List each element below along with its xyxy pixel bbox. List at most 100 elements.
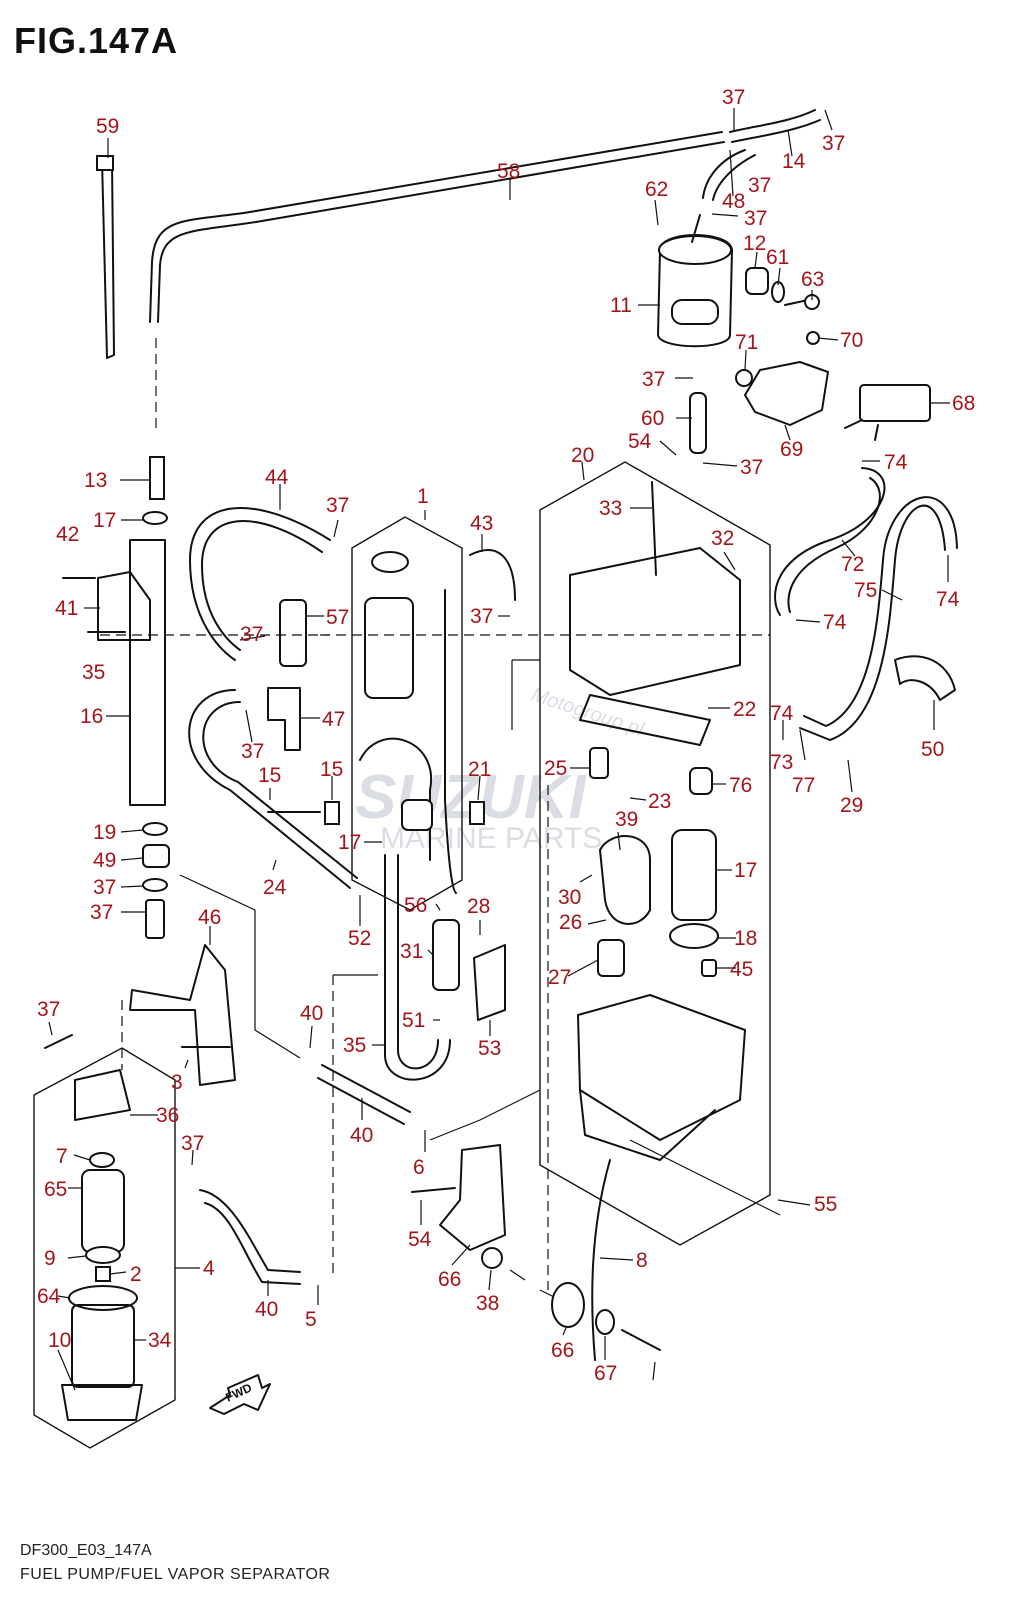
callout-14[interactable]: 14 <box>782 150 806 173</box>
callout-37[interactable]: 37 <box>722 86 745 109</box>
callout-36[interactable]: 40 <box>350 1124 373 1147</box>
callout-64[interactable]: 66 <box>438 1268 461 1291</box>
callout-26[interactable]: 18 <box>734 927 757 950</box>
callout-51[interactable]: 53 <box>478 1037 501 1060</box>
callout-16[interactable]: 16 <box>80 705 103 728</box>
callout-35[interactable]: 35 <box>82 661 105 684</box>
callout-66[interactable]: 67 <box>594 1362 617 1385</box>
callout-44[interactable]: 44 <box>265 466 289 489</box>
callout-4[interactable]: 64 <box>37 1285 61 1308</box>
callout-8[interactable]: 9 <box>44 1247 56 1270</box>
callout-40[interactable]: 37 <box>181 1132 204 1155</box>
callout-10[interactable]: 34 <box>148 1329 172 1352</box>
callout-2[interactable]: 4 <box>203 1257 215 1280</box>
callout-71[interactable]: 71 <box>735 331 758 354</box>
callout-45[interactable]: 46 <box>198 906 221 929</box>
callout-74[interactable]: 74 <box>936 588 960 611</box>
callout-41[interactable]: 41 <box>55 597 78 620</box>
callout-61[interactable]: 61 <box>766 246 789 269</box>
callout-37[interactable]: 56 <box>404 894 427 917</box>
callout-37[interactable]: 37 <box>744 207 767 230</box>
callout-46[interactable]: 37 <box>37 998 60 1021</box>
callout-75[interactable]: 75 <box>854 579 877 602</box>
callout-58[interactable]: 58 <box>497 160 520 183</box>
callout-49[interactable]: 24 <box>263 876 287 899</box>
callout-32[interactable]: 32 <box>711 527 734 550</box>
callout-48[interactable]: 48 <box>722 190 745 213</box>
callout-74[interactable]: 74 <box>884 451 908 474</box>
callout-57[interactable]: 57 <box>326 606 349 629</box>
callout-23[interactable]: 39 <box>615 808 638 831</box>
callout-72[interactable]: 72 <box>841 553 864 576</box>
callout-34[interactable]: 66 <box>551 1339 574 1362</box>
callout-37[interactable]: 37 <box>642 368 665 391</box>
callout-27[interactable]: 45 <box>730 958 753 981</box>
callout-37[interactable]: 40 <box>300 1002 323 1025</box>
callout-17[interactable]: 17 <box>93 509 116 532</box>
callout-37[interactable]: 37 <box>241 740 264 763</box>
callout-52[interactable]: 31 <box>400 940 423 963</box>
callout-37[interactable]: 37 <box>748 174 771 197</box>
callout-56[interactable]: 28 <box>467 895 490 918</box>
callout-15[interactable]: 21 <box>468 758 491 781</box>
callout-13[interactable]: 13 <box>84 469 107 492</box>
callout-11[interactable]: 11 <box>610 294 632 317</box>
callout-5[interactable]: 10 <box>48 1329 71 1352</box>
callout-50[interactable]: 15 <box>258 764 281 787</box>
callout-21[interactable]: 25 <box>544 757 567 780</box>
callout-38[interactable]: 40 <box>255 1298 278 1321</box>
callout-3[interactable]: 36 <box>156 1104 179 1127</box>
callout-55[interactable]: 8 <box>636 1249 648 1272</box>
callout-29[interactable]: 23 <box>648 790 671 813</box>
callout-12[interactable]: 12 <box>743 232 766 255</box>
callout-60[interactable]: 60 <box>641 407 664 430</box>
callout-1[interactable]: 1 <box>417 485 429 508</box>
callout-74[interactable]: 74 <box>770 702 794 725</box>
callout-47[interactable]: 47 <box>322 708 345 731</box>
callout-54[interactable]: 54 <box>628 430 652 453</box>
callout-37[interactable]: 37 <box>326 494 349 517</box>
callout-59[interactable]: 59 <box>96 115 119 138</box>
callout-39[interactable]: 17 <box>338 831 361 854</box>
callout-30[interactable]: 26 <box>559 911 582 934</box>
callout-35[interactable]: 3 <box>171 1071 183 1094</box>
callout-74[interactable]: 73 <box>770 751 793 774</box>
callout-37[interactable]: 37 <box>822 132 845 155</box>
callout-62[interactable]: 62 <box>645 178 668 201</box>
callout-17[interactable]: 19 <box>93 821 116 844</box>
callout-73[interactable]: 77 <box>792 774 815 797</box>
callout-63[interactable]: 63 <box>801 268 824 291</box>
callout-76[interactable]: 29 <box>840 794 863 817</box>
callout-54[interactable]: 55 <box>814 1193 837 1216</box>
callout-37[interactable]: 6 <box>413 1156 425 1179</box>
callout-69[interactable]: 69 <box>780 438 803 461</box>
callout-18[interactable]: 37 <box>90 901 113 924</box>
callout-43[interactable]: 43 <box>470 512 493 535</box>
callout-42[interactable]: 42 <box>56 523 79 546</box>
callout-77[interactable]: 50 <box>921 738 944 761</box>
callout-9[interactable]: 2 <box>130 1263 142 1286</box>
callout-37[interactable]: 37 <box>740 456 763 479</box>
callout-37[interactable]: 52 <box>348 927 371 950</box>
callout-24[interactable]: 17 <box>734 859 757 882</box>
callout-20[interactable]: 20 <box>571 444 594 467</box>
callout-6[interactable]: 7 <box>56 1145 68 1168</box>
callout-28[interactable]: 30 <box>558 886 581 909</box>
callout-66[interactable]: 38 <box>476 1292 499 1315</box>
callout-68[interactable]: 68 <box>952 392 975 415</box>
callout-37[interactable]: 37 <box>240 623 263 646</box>
callout-25[interactable]: 76 <box>729 774 752 797</box>
callout-40[interactable]: 5 <box>305 1308 317 1331</box>
callout-22[interactable]: 22 <box>733 698 756 721</box>
callout-7[interactable]: 65 <box>44 1178 67 1201</box>
callout-19[interactable]: 49 <box>93 849 116 872</box>
callout-33[interactable]: 33 <box>599 497 622 520</box>
callout-15[interactable]: 15 <box>320 758 343 781</box>
callout-40[interactable]: 51 <box>402 1009 425 1032</box>
callout-31[interactable]: 27 <box>548 966 571 989</box>
callout-17[interactable]: 37 <box>93 876 116 899</box>
callout-70[interactable]: 70 <box>840 329 863 352</box>
callout-53[interactable]: 35 <box>343 1034 366 1057</box>
callout-74[interactable]: 74 <box>823 611 847 634</box>
callout-65[interactable]: 54 <box>408 1228 432 1251</box>
